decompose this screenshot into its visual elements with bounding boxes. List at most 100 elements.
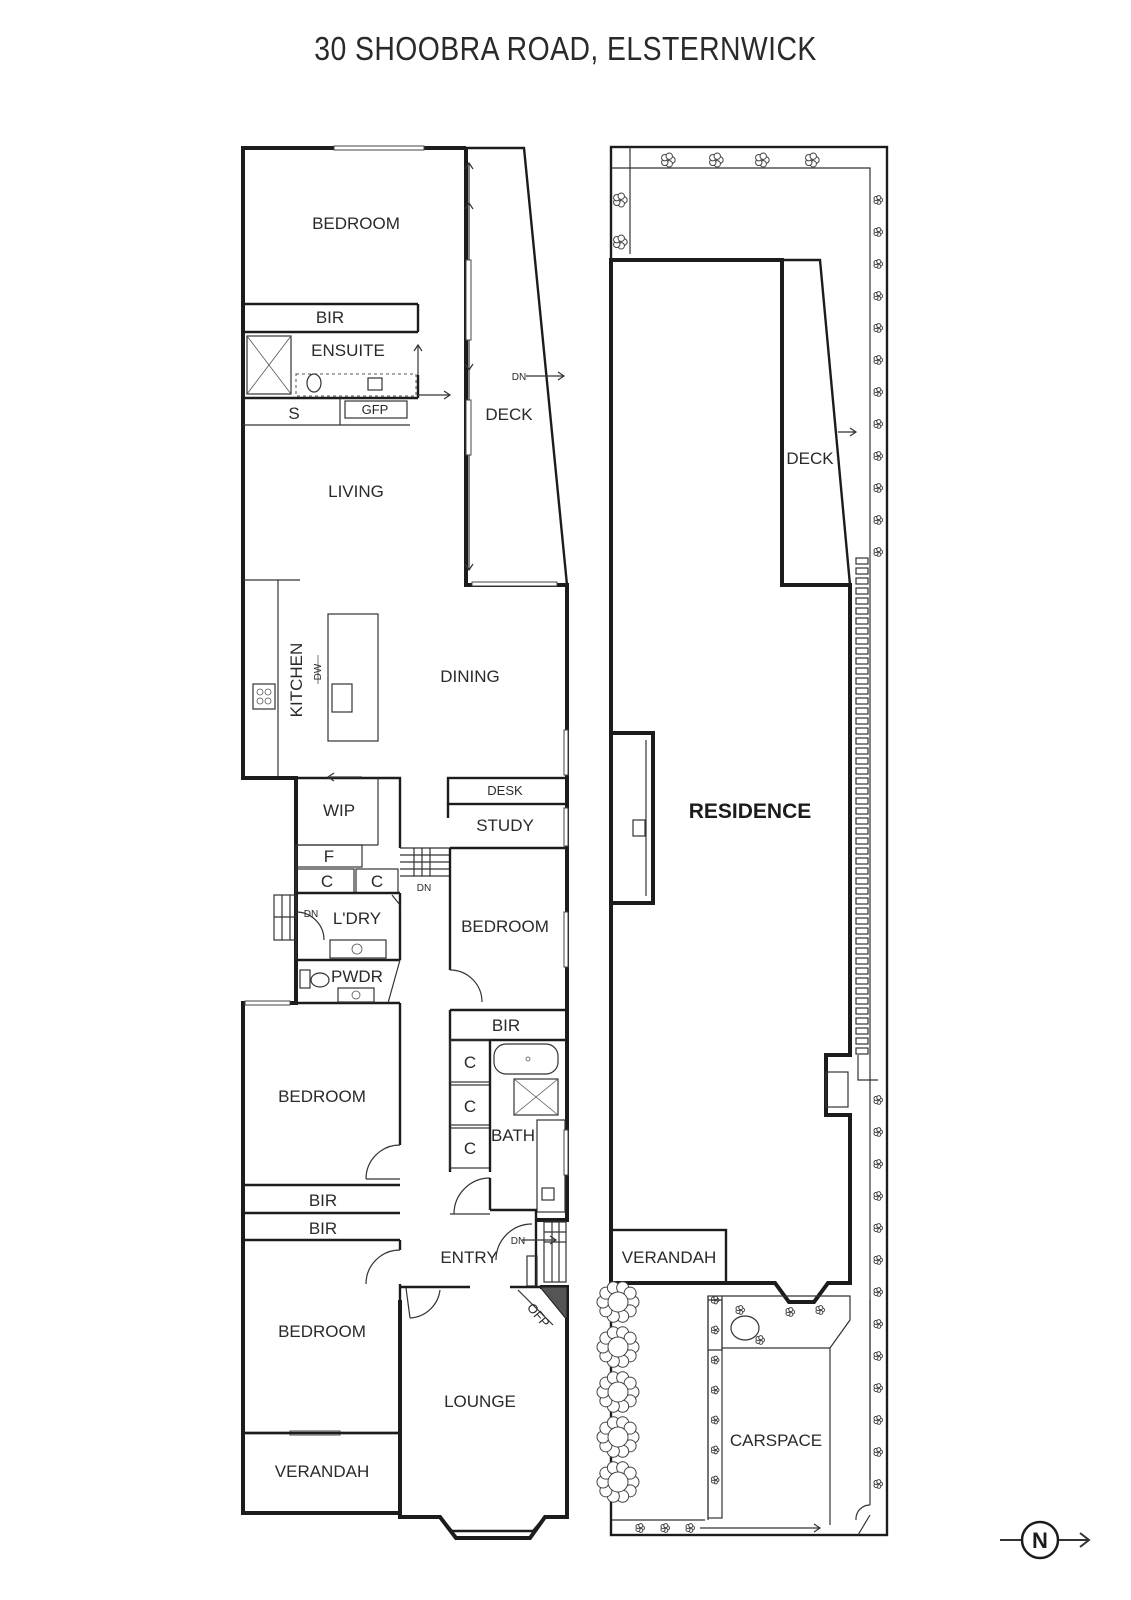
plant-icon bbox=[873, 323, 883, 333]
plant-icon bbox=[755, 1335, 765, 1345]
plant-icon bbox=[635, 1523, 645, 1533]
plant-icon bbox=[873, 515, 883, 525]
north-letter: N bbox=[1032, 1528, 1048, 1553]
room-label-powder: PWDR bbox=[331, 967, 383, 986]
path-slat bbox=[855, 647, 869, 655]
wall-wip bbox=[296, 776, 402, 848]
stair-label-dn: DN bbox=[511, 1236, 525, 1247]
plant-icon bbox=[873, 195, 883, 205]
path-slat bbox=[855, 977, 869, 985]
powder-basin bbox=[337, 987, 375, 1003]
site-label-verandah: VERANDAH bbox=[622, 1248, 716, 1267]
room-label-c: C bbox=[371, 872, 383, 891]
plant-icon bbox=[735, 1305, 745, 1315]
room-label-desk: DESK bbox=[487, 783, 523, 798]
plant-icon bbox=[709, 152, 724, 168]
room-label-bir: BIR bbox=[309, 1191, 337, 1210]
path-slat bbox=[855, 627, 869, 635]
path-slat bbox=[855, 597, 869, 605]
path-slat bbox=[855, 1027, 869, 1035]
ensuite-shower bbox=[246, 335, 292, 395]
path-slat bbox=[855, 677, 869, 685]
window-bath bbox=[563, 1129, 569, 1176]
f-cupboard bbox=[295, 844, 363, 868]
site-label-deck: DECK bbox=[786, 449, 834, 468]
window-panel bbox=[465, 259, 472, 341]
plant-icon bbox=[660, 1523, 670, 1533]
room-label-lounge: LOUNGE bbox=[444, 1392, 516, 1411]
path-slat bbox=[855, 917, 869, 925]
room-label-f: F bbox=[324, 847, 334, 866]
plant-icon bbox=[755, 152, 770, 168]
garden-rock bbox=[730, 1315, 760, 1341]
path-slat bbox=[855, 607, 869, 615]
room-label-entry: ENTRY bbox=[440, 1248, 497, 1267]
ensuite-toilet-icon bbox=[306, 373, 322, 393]
stairs-dn bbox=[400, 847, 450, 877]
path-slat bbox=[855, 807, 869, 815]
plant-icon bbox=[873, 1319, 883, 1329]
plant-icon bbox=[710, 1355, 720, 1365]
door-swing bbox=[295, 911, 325, 941]
verandah-outline bbox=[241, 1431, 402, 1515]
room-label-dining: DINING bbox=[440, 667, 500, 686]
plant-icon bbox=[873, 291, 883, 301]
path-slat bbox=[855, 857, 869, 865]
path-slat bbox=[855, 1047, 869, 1055]
path-slat bbox=[855, 697, 869, 705]
path-slat bbox=[855, 657, 869, 665]
path-slat bbox=[855, 987, 869, 995]
stair-label-dn: DN bbox=[304, 909, 318, 920]
window-dining bbox=[563, 729, 569, 776]
bath-vanity bbox=[536, 1119, 566, 1213]
path-slat bbox=[855, 1017, 869, 1025]
plant-icon bbox=[805, 152, 820, 168]
path-slat bbox=[855, 957, 869, 965]
cooktop-icon bbox=[252, 683, 276, 710]
kitchen-island bbox=[327, 613, 379, 742]
room-label-verandah: VERANDAH bbox=[275, 1462, 369, 1481]
bathtub bbox=[493, 1043, 559, 1075]
ensuite-vanity bbox=[295, 373, 417, 397]
stair-label-dn: DN bbox=[417, 883, 431, 894]
room-label-bedroom: BEDROOM bbox=[278, 1322, 366, 1341]
plant-icon bbox=[873, 483, 883, 493]
plant-icon bbox=[873, 1191, 883, 1201]
path-slat bbox=[855, 887, 869, 895]
plant-icon bbox=[873, 419, 883, 429]
path-slat bbox=[855, 937, 869, 945]
wall-lounge bbox=[398, 1285, 569, 1540]
path-slat bbox=[855, 817, 869, 825]
window-panel bbox=[465, 399, 472, 456]
room-label-living: LIVING bbox=[328, 482, 384, 501]
plant-icon bbox=[710, 1475, 720, 1485]
path-slat bbox=[855, 667, 869, 675]
fireplace bbox=[538, 1286, 568, 1322]
shrub-icon bbox=[596, 1461, 640, 1503]
label-dw: DW bbox=[313, 663, 324, 680]
path-slat bbox=[855, 637, 869, 645]
plant-icon bbox=[785, 1307, 795, 1317]
plant-icon bbox=[613, 234, 628, 250]
room-label-wip: WIP bbox=[323, 801, 355, 820]
room-label-ensuite: ENSUITE bbox=[311, 341, 385, 360]
plant-icon bbox=[873, 1479, 883, 1489]
powder-toilet-icon bbox=[310, 972, 330, 988]
plant-icon bbox=[873, 355, 883, 365]
path-slat bbox=[855, 577, 869, 585]
ensuite-basin-icon bbox=[367, 377, 383, 391]
plant-icon bbox=[815, 1305, 825, 1315]
path-slat bbox=[855, 797, 869, 805]
north-arrow-icon: N bbox=[1000, 1520, 1091, 1560]
path-slat bbox=[855, 997, 869, 1005]
shrub-icon bbox=[596, 1416, 640, 1458]
path-slat bbox=[855, 757, 869, 765]
room-label-c: C bbox=[464, 1139, 476, 1158]
door-swing bbox=[449, 969, 483, 1003]
site-deck-outline bbox=[782, 258, 852, 586]
path-slat bbox=[855, 907, 869, 915]
desk bbox=[446, 776, 569, 806]
room-label-bath: BATH bbox=[491, 1126, 535, 1145]
window-study bbox=[563, 807, 569, 847]
